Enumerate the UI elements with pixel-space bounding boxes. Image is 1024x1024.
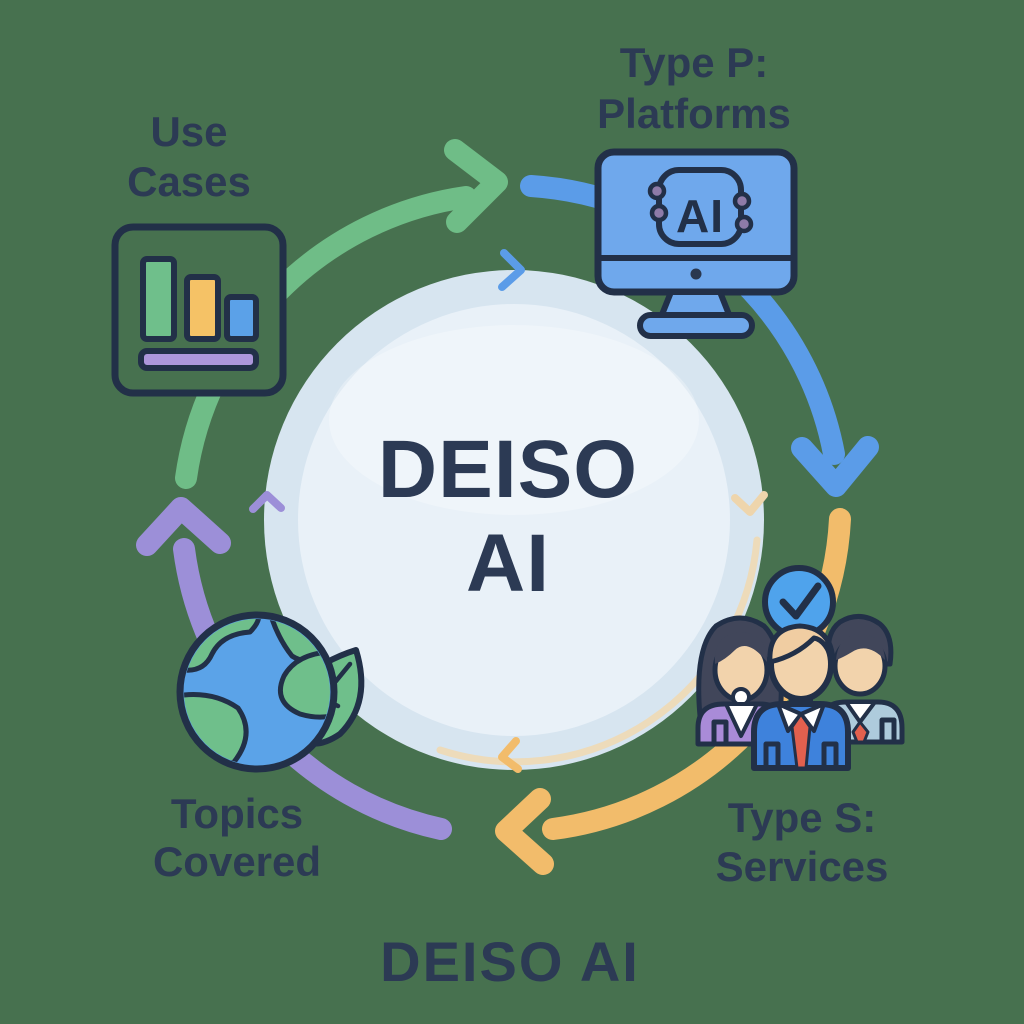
node-type-p-platforms: Type P: Platforms AI <box>594 39 798 339</box>
bar-yellow <box>184 274 221 342</box>
monitor-base <box>637 312 755 339</box>
man-center-tie <box>790 712 812 770</box>
arrowhead-yellow <box>495 788 554 875</box>
monitor-camera-dot <box>690 268 702 280</box>
center-title-line1: DEISO <box>378 424 638 515</box>
services-label-line1: Type S: <box>728 794 877 841</box>
arrowhead-purple <box>136 497 231 556</box>
node-type-s-services: Type S: Services <box>695 565 905 890</box>
platforms-label-line2: Platforms <box>597 90 791 137</box>
man-right-collar <box>844 700 877 724</box>
node-topics-covered: Topics Covered <box>153 611 365 885</box>
rim-chevron-top <box>498 249 525 291</box>
woman-vneck <box>724 702 759 738</box>
bar-blue <box>224 294 259 342</box>
center-title-line2: AI <box>466 518 550 609</box>
chip-ai-label: AI <box>676 190 724 242</box>
check-mark <box>779 582 822 620</box>
arrowhead-blue <box>791 436 879 497</box>
rim-chevron-left <box>249 491 285 513</box>
footer-brand-title: DEISO AI <box>380 930 640 993</box>
rim-chevron-bottom <box>498 737 522 773</box>
arrowhead-green <box>444 139 508 233</box>
man-right-fringe <box>836 634 885 660</box>
team-check-icon <box>695 565 905 771</box>
bar-chart-icon <box>111 223 287 397</box>
bar-baseline <box>138 348 259 371</box>
person-man-center <box>751 623 851 771</box>
node-use-cases: Use Cases <box>111 108 287 397</box>
man-right-seam <box>879 717 897 742</box>
woman-seam <box>711 719 729 744</box>
man-center-hair <box>767 623 836 665</box>
platforms-label-line1: Type P: <box>620 39 769 86</box>
center-disc-inner <box>298 304 730 736</box>
globe-leaf-icon <box>176 611 365 773</box>
topics-label-line1: Topics <box>171 790 303 837</box>
chip-nodes <box>647 181 754 234</box>
disc-highlight <box>329 325 699 515</box>
use-cases-label-line2: Cases <box>127 158 251 205</box>
rim-chevron-right <box>731 491 768 516</box>
ai-monitor-icon: AI <box>594 148 798 339</box>
topics-label-line2: Covered <box>153 838 321 885</box>
center-disc: DEISO AI <box>249 249 768 773</box>
man-right-tie <box>851 720 870 744</box>
bar-green <box>140 256 177 342</box>
services-label-line2: Services <box>716 843 889 890</box>
woman-fringe <box>714 632 768 664</box>
use-cases-label-line1: Use <box>150 108 227 155</box>
man-center-seam-left <box>763 741 781 766</box>
man-center-seam-right <box>821 741 839 766</box>
